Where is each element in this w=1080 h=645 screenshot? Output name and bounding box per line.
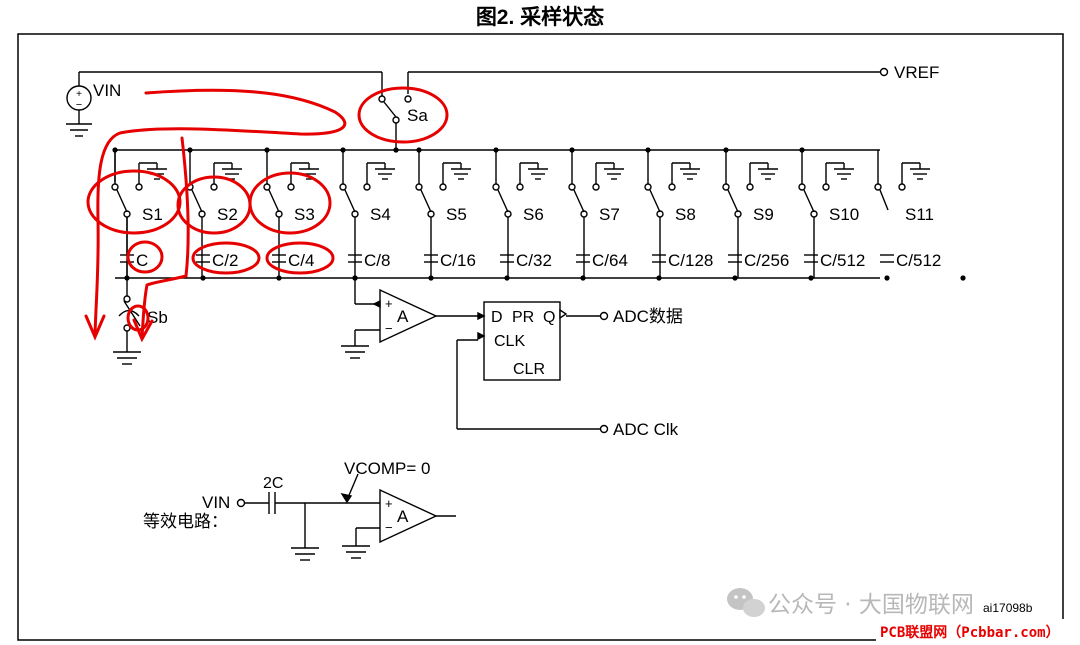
footer-background: [876, 619, 1076, 643]
comparator-main-label: A: [397, 307, 409, 326]
switch-s6: [492, 147, 548, 278]
highlight-s3: [248, 171, 332, 235]
capacitor-10: [804, 254, 890, 281]
comparator-main-plus: +: [385, 296, 393, 311]
switch-s9: [722, 147, 778, 278]
switch-label-s2: S2: [217, 205, 238, 224]
vref-line: [407, 67, 889, 94]
capacitor-4: [348, 254, 434, 281]
sb-switch: [113, 278, 141, 365]
capacitor-8: [652, 254, 738, 281]
figure-frame: [17, 33, 1064, 641]
vref-label: VREF: [894, 63, 939, 82]
sa-switch: [378, 72, 412, 150]
switch-s10: [798, 147, 854, 278]
switch-s8: [644, 147, 700, 278]
vin-label: VIN: [93, 81, 121, 100]
bus-node-sa: [393, 147, 399, 153]
current-path-arrowhead-right: [132, 318, 154, 343]
equiv-caption: 等效电路：: [143, 512, 228, 531]
switch-label-s8: S8: [675, 205, 696, 224]
vin-source-minus: −: [76, 99, 82, 111]
switch-label-s10: S10: [829, 205, 859, 224]
dff-pr-label: PR: [512, 309, 534, 326]
dff-d-label: D: [491, 309, 503, 326]
capacitor-label-11: C/512: [896, 251, 941, 270]
comparator-equiv-label: A: [397, 507, 409, 526]
switch-label-s7: S7: [599, 205, 620, 224]
footer-source: PCB联盟网（Pcbbar.com）: [880, 625, 1060, 641]
sa-label: Sa: [407, 106, 428, 125]
switch-s7: [568, 147, 624, 278]
highlight-c4: [265, 241, 335, 275]
capacitor-6: [500, 254, 586, 281]
switch-s4: [339, 147, 395, 278]
vcomp-label: VCOMP= 0: [344, 459, 430, 478]
vin-source: [66, 71, 382, 137]
dff-q-label: Q: [543, 309, 555, 326]
capacitor-label-2: C/2: [212, 251, 238, 270]
comparator-main-minus: −: [385, 321, 393, 336]
figure-code: ai17098b: [983, 601, 1033, 615]
capacitor-label-4: C/8: [364, 251, 390, 270]
switch-label-s11: S11: [905, 205, 934, 224]
switch-array: S1 S2 S3 S4 S5 S6 S7 S8 S9 S10 S11: [111, 147, 934, 278]
switch-label-s4: S4: [370, 205, 391, 224]
capacitor-label-5: C/16: [440, 251, 476, 270]
capacitor-label-10: C/512: [820, 251, 865, 270]
switch-s11: [874, 150, 930, 211]
watermark-wechat-icon: [727, 588, 765, 617]
switch-label-s3: S3: [294, 205, 315, 224]
watermark-text: 公众号 · 大国物联网: [768, 592, 974, 618]
capacitor-label-9: C/256: [744, 251, 789, 270]
capacitor-label-8: C/128: [668, 251, 713, 270]
switch-label-s9: S9: [753, 205, 774, 224]
dff-block: [456, 301, 609, 434]
top-bus: [114, 149, 880, 182]
vin-source-plus: +: [76, 89, 82, 100]
capacitor-array: C C/2 C/4 C/8 C/16 C/32 C/64 C/128 C/256 C/512 C/5…: [120, 147, 966, 281]
highlight-c2: [191, 241, 261, 275]
red-annotations: [84, 86, 449, 343]
capacitor-label-7: C/64: [592, 251, 628, 270]
current-path-stroke: [93, 88, 347, 337]
capacitor-5: [424, 254, 510, 281]
highlight-c: [126, 240, 164, 274]
capacitor-label-1: C: [136, 251, 148, 270]
equivalent-circuit: [236, 473, 456, 561]
current-path-arrowhead-left: [84, 314, 106, 341]
capacitor-9: [728, 254, 814, 281]
capacitor-label-6: C/32: [516, 251, 552, 270]
adc-clk-label: ADC Clk: [613, 420, 679, 439]
equiv-vin-label: VIN: [202, 493, 230, 512]
capacitor-7: [576, 254, 662, 281]
figure-title: 图2. 采样状态: [476, 5, 604, 29]
switch-label-s6: S6: [523, 205, 544, 224]
dff-clk-label: CLK: [494, 333, 525, 350]
equiv-cap-label: 2C: [263, 475, 283, 492]
dff-clr-label: CLR: [513, 361, 545, 378]
adc-data-label: ADC数据: [613, 307, 683, 326]
highlight-s1: [86, 169, 182, 235]
capacitor-3: [272, 254, 358, 281]
comparator-equiv-minus: −: [385, 520, 393, 535]
capacitor-11: [880, 254, 966, 281]
switch-label-s5: S5: [446, 205, 467, 224]
switch-s5: [415, 147, 471, 278]
capacitor-2: [196, 254, 282, 281]
comparator-main: [341, 278, 486, 359]
capacitor-label-3: C/4: [288, 251, 314, 270]
current-path-stroke-right: [140, 136, 190, 340]
comparator-equiv-plus: +: [385, 496, 393, 511]
highlight-sa: [357, 86, 449, 144]
switch-label-s1: S1: [142, 205, 163, 224]
